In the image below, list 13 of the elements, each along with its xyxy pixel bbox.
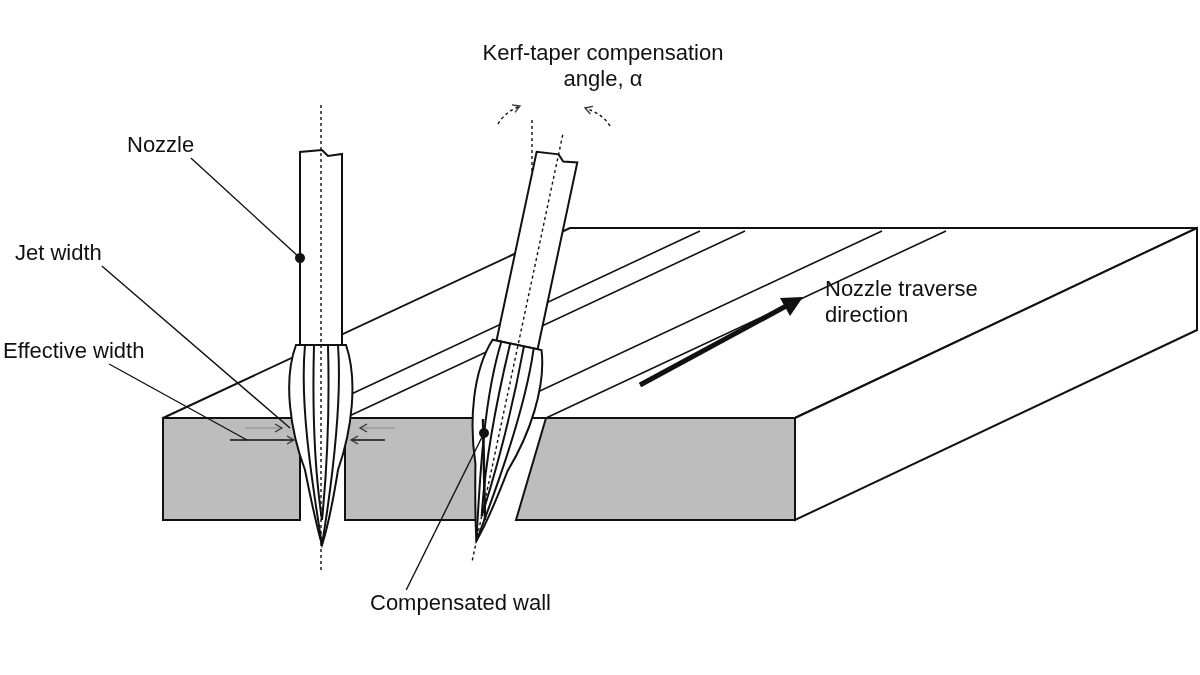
callout-label: Compensated wall [370,590,551,616]
nozzle-drawing [299,148,343,346]
leader-line [101,265,291,429]
jet-drawing [288,344,354,546]
leader-line [108,363,248,441]
callout-label: Nozzle [127,132,195,158]
callout-label: Effective width [3,338,145,364]
leader-line [405,428,489,591]
label-text: Kerf-taper compensation angle, α [481,40,725,92]
kerf-wall [481,418,487,521]
leader-line [190,157,305,263]
callout-label: Jet width [15,240,102,266]
label-text: Nozzle traverse direction [825,276,979,328]
